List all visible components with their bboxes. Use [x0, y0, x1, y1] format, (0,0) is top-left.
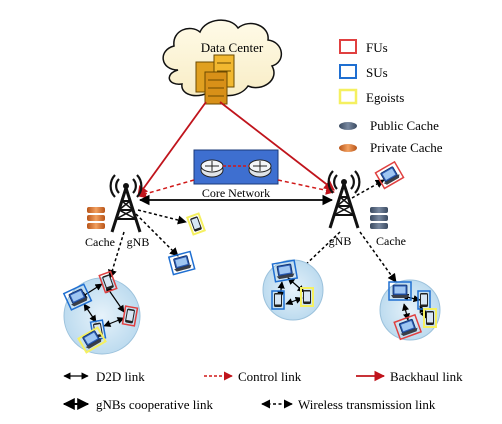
laptop-icon	[77, 326, 107, 354]
private-cache-icon	[87, 207, 105, 229]
legend-fus: FUs	[366, 40, 388, 55]
legend-wireless: Wireless transmission link	[298, 397, 436, 412]
legend-private-cache: Private Cache	[370, 140, 443, 155]
router-icon	[200, 159, 224, 178]
server-icon	[195, 54, 235, 105]
cell-left	[62, 270, 141, 355]
phone-icon	[423, 308, 437, 328]
control-links	[137, 179, 335, 199]
legend-egoists: Egoists	[366, 90, 404, 105]
phone-icon	[98, 270, 118, 294]
gnb-label: gNB	[127, 235, 150, 249]
public-cache-swatch	[339, 122, 357, 130]
laptop-icon	[271, 259, 299, 283]
cache-label: Cache	[85, 235, 115, 249]
phone-icon	[186, 212, 206, 236]
core-network: Core Network	[193, 149, 279, 200]
legend-public-cache: Public Cache	[370, 118, 439, 133]
phone-icon	[300, 287, 314, 307]
legend-backhaul: Backhaul link	[390, 369, 463, 384]
laptop-icon	[393, 313, 423, 341]
legend-d2d: D2D link	[96, 369, 145, 384]
legend-top: FUs SUs Egoists Public Cache Private Cac…	[338, 39, 443, 155]
legend-control: Control link	[238, 369, 302, 384]
data-center-label: Data Center	[201, 40, 264, 55]
public-cache-icon	[370, 207, 388, 229]
cell-middle	[262, 259, 324, 321]
legend-gnb-coop: gNBs cooperative link	[96, 397, 213, 412]
laptop-icon	[388, 281, 412, 301]
router-icon	[248, 159, 272, 178]
gnb-right: gNB Cache	[327, 169, 406, 248]
laptop-icon	[374, 160, 405, 190]
phone-icon	[271, 290, 285, 310]
backhaul-links	[137, 101, 335, 197]
cache-label: Cache	[376, 234, 406, 248]
laptop-icon	[62, 283, 93, 311]
gnb-label: gNB	[329, 234, 352, 248]
antenna-tower-icon	[327, 169, 361, 230]
legend-bottom: D2D link Control link Backhaul link gNBs…	[62, 369, 463, 412]
cell-right	[379, 279, 441, 341]
phone-icon	[121, 305, 139, 327]
sus-swatch	[339, 64, 357, 79]
antenna-tower-icon	[109, 173, 143, 234]
private-cache-swatch	[339, 144, 357, 152]
legend-sus: SUs	[366, 65, 388, 80]
gnb-left: Cache gNB	[85, 173, 150, 249]
core-network-label: Core Network	[202, 186, 270, 200]
egoists-swatch	[338, 88, 358, 105]
data-center-cloud: Data Center	[162, 19, 282, 105]
fus-swatch	[339, 39, 357, 54]
laptop-icon	[167, 250, 196, 276]
